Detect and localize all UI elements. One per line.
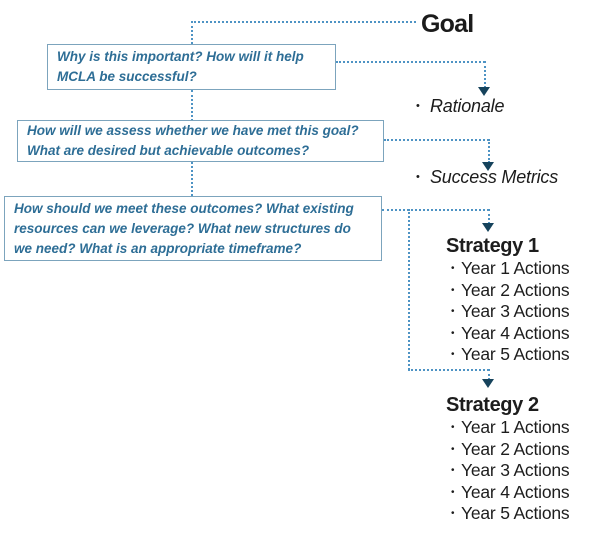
connector-box2-to-success-horizontal (384, 139, 489, 141)
bullet-icon: • (451, 422, 455, 434)
connector-strategy2-drop-vertical (488, 369, 490, 380)
question-box-rationale: Why is this important? How will it help … (47, 44, 336, 90)
strategy-1-block: Strategy 1 • Year 1 Actions • Year 2 Act… (446, 234, 570, 366)
strategy-1-action-label: Year 1 Actions (461, 258, 570, 279)
question-box-success-metrics: How will we assess whether we have met t… (17, 120, 384, 162)
bullet-icon: • (451, 465, 455, 477)
connector-box3-to-strategy1-horizontal (382, 209, 489, 211)
strategy-2-action-label: Year 4 Actions (461, 481, 570, 502)
strategy-1-action-item: • Year 1 Actions (446, 258, 570, 280)
question-box-strategies: How should we meet these outcomes? What … (4, 196, 382, 261)
question-box-success-metrics-text: How will we assess whether we have met t… (27, 123, 359, 158)
strategy-1-action-item: • Year 3 Actions (446, 301, 570, 323)
strategy-2-action-label: Year 2 Actions (461, 438, 570, 459)
strategy-1-action-item: • Year 4 Actions (446, 322, 570, 345)
bullet-icon: • (451, 306, 455, 318)
strategy-1-title: Strategy 1 (446, 235, 539, 257)
outcome-rationale-label: Rationale (430, 96, 505, 116)
connector-box2-to-box3 (191, 162, 193, 196)
arrowhead-success-metrics-icon (482, 162, 494, 171)
bullet-icon: • (416, 171, 420, 183)
strategy-2-action-item: • Year 4 Actions (446, 481, 570, 504)
bullet-icon: • (451, 284, 455, 296)
outcome-success-metrics-label: Success Metrics (430, 167, 559, 187)
arrowhead-strategy2-icon (482, 379, 494, 388)
connector-box2-to-success-vertical (488, 139, 490, 163)
connector-box1-to-box2 (191, 90, 193, 121)
outcome-success-metrics: • Success Metrics (414, 166, 558, 188)
bullet-icon: • (451, 327, 455, 339)
strategy-1-action-label: Year 3 Actions (461, 301, 570, 322)
strategy-2-action-label: Year 5 Actions (461, 503, 570, 524)
arrowhead-strategy1-icon (482, 223, 494, 232)
outcome-rationale: • Rationale (414, 95, 504, 117)
strategy-1-action-label: Year 4 Actions (461, 322, 570, 343)
strategy-2-action-item: • Year 1 Actions (446, 417, 570, 439)
strategy-1-action-item: • Year 2 Actions (446, 279, 570, 302)
connector-box3-to-strategy1-vertical (488, 209, 490, 224)
connector-box1-to-goal-horizontal (191, 21, 416, 23)
strategy-2-action-item: • Year 2 Actions (446, 438, 570, 461)
connector-strategy2-branch-vertical (408, 209, 410, 370)
strategy-2-action-item: • Year 5 Actions (446, 503, 570, 525)
strategy-2-block: Strategy 2 • Year 1 Actions • Year 2 Act… (446, 393, 570, 525)
strategy-2-title: Strategy 2 (446, 394, 539, 416)
connector-box1-to-rationale-vertical (484, 61, 486, 88)
connector-strategy2-branch-horizontal (408, 369, 489, 371)
strategy-1-action-label: Year 2 Actions (461, 279, 570, 300)
strategy-2-action-label: Year 3 Actions (461, 460, 570, 481)
connector-box1-to-goal-vertical (191, 21, 193, 44)
bullet-icon: • (451, 349, 455, 361)
bullet-icon: • (451, 263, 455, 275)
goal-heading: Goal (421, 10, 474, 38)
strategy-2-action-label: Year 1 Actions (461, 417, 570, 438)
arrowhead-rationale-icon (478, 87, 490, 96)
bullet-icon: • (451, 508, 455, 520)
strategy-1-action-label: Year 5 Actions (461, 344, 570, 365)
bullet-icon: • (416, 100, 420, 112)
connector-box1-to-rationale-horizontal (336, 61, 485, 63)
strategy-2-action-item: • Year 3 Actions (446, 460, 570, 482)
bullet-icon: • (451, 486, 455, 498)
question-box-strategies-text: How should we meet these outcomes? What … (14, 200, 354, 256)
strategy-1-action-item: • Year 5 Actions (446, 344, 570, 366)
bullet-icon: • (451, 443, 455, 455)
question-box-rationale-text: Why is this important? How will it help … (57, 49, 304, 84)
